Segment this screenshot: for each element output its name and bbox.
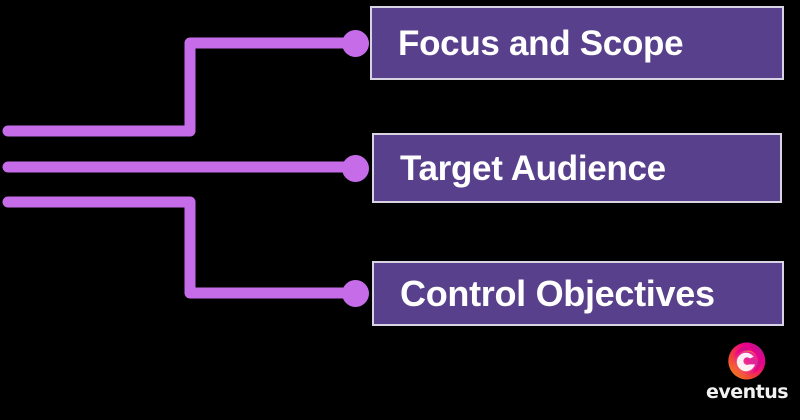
node-dot-target-audience xyxy=(342,155,369,182)
node-target-audience[interactable]: Target Audience xyxy=(372,133,782,203)
node-label-target-audience: Target Audience xyxy=(400,148,666,188)
connector-focus-and-scope xyxy=(2,37,358,137)
node-label-control-objectives: Control Objectives xyxy=(400,272,715,314)
eventus-logo: eventus xyxy=(705,340,789,410)
node-control-objectives[interactable]: Control Objectives xyxy=(372,261,784,326)
eventus-swirl-icon xyxy=(726,340,768,382)
node-focus-and-scope[interactable]: Focus and Scope xyxy=(370,6,784,80)
node-label-focus-and-scope: Focus and Scope xyxy=(398,23,684,63)
node-dot-control-objectives xyxy=(342,280,369,307)
connector-control-objectives xyxy=(2,196,358,299)
eventus-wordmark: eventus xyxy=(705,381,789,403)
node-dot-focus-and-scope xyxy=(342,30,369,57)
